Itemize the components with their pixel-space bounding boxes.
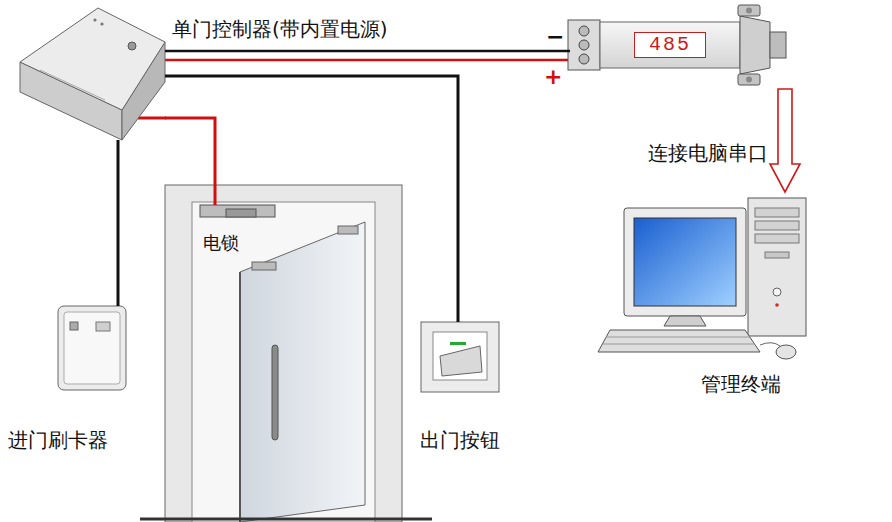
rs485-converter: 485 xyxy=(570,5,795,85)
controller-illustration-part xyxy=(128,42,136,50)
computer-illustration-part xyxy=(755,208,799,217)
converter-illustration-part xyxy=(568,20,600,70)
converter-illustration-part xyxy=(579,54,589,64)
power-wire-part xyxy=(138,117,166,120)
component-label: 管理终端 xyxy=(701,372,781,396)
controller-illustration-part xyxy=(40,70,105,100)
door-illustration-part xyxy=(239,272,241,522)
reader-illustration-part xyxy=(64,312,120,384)
exit-button-illustration-part xyxy=(440,346,482,376)
computer-illustration-part xyxy=(765,252,789,258)
converter-illustration-part xyxy=(740,16,770,74)
reader-illustration-part xyxy=(96,322,110,331)
door-illustration-part xyxy=(272,345,278,440)
wire xyxy=(117,140,120,306)
converter-illustration xyxy=(568,5,786,85)
edge-label: 连接电脑串口 xyxy=(648,141,768,165)
computer-illustration-part xyxy=(606,337,750,338)
exit-button-illustration-part xyxy=(433,332,487,380)
door-illustration xyxy=(140,185,432,522)
reader-illustration-part xyxy=(70,322,78,330)
management-terminal: 管理终端 xyxy=(598,198,810,362)
hollow-arrow xyxy=(770,89,800,192)
power-wire-part xyxy=(165,59,570,62)
controller-illustration-part xyxy=(20,8,165,110)
controller-box: 单门控制器(带内置电源) xyxy=(20,8,165,140)
door-illustration-part xyxy=(338,226,358,234)
exit-button-illustration xyxy=(421,322,499,392)
wire xyxy=(165,50,570,53)
door-illustration-part xyxy=(252,262,276,270)
computer-illustration-part xyxy=(776,345,796,359)
computer-illustration-part xyxy=(664,316,706,326)
computer-illustration-part xyxy=(775,303,779,307)
controller-illustration xyxy=(20,8,165,140)
converter-illustration-part xyxy=(579,40,589,50)
card-reader: 进门刷卡器 xyxy=(58,306,126,390)
controller-illustration-part xyxy=(93,18,96,21)
door-illustration-part xyxy=(192,202,375,522)
door-illustration-part xyxy=(240,222,365,522)
converter-illustration-part xyxy=(746,8,752,14)
electric-lock: 电锁 xyxy=(200,205,275,219)
component-label: 电锁 xyxy=(203,232,239,254)
computer-illustration-part xyxy=(603,344,755,345)
exit-button-illustration-part xyxy=(421,322,499,392)
computer-illustration-part xyxy=(755,234,799,243)
reader-illustration xyxy=(58,306,126,390)
wire xyxy=(165,76,458,322)
computer-illustration-part xyxy=(634,218,736,306)
computer-illustration xyxy=(598,198,806,359)
lock-illustration-part xyxy=(200,205,275,217)
controller-illustration-part xyxy=(100,22,103,25)
lock-illustration-part xyxy=(226,209,256,217)
converter-illustration-part xyxy=(600,22,740,68)
computer-illustration-part xyxy=(598,330,760,352)
exit-button-illustration-part xyxy=(450,342,466,345)
power-wire xyxy=(138,60,570,118)
component-label: 出门按钮 xyxy=(420,428,500,452)
converter-illustration-part xyxy=(770,32,786,58)
computer-illustration-part xyxy=(755,221,799,230)
converter-illustration-part xyxy=(746,77,752,83)
converter-illustration-part xyxy=(738,5,760,16)
display-text: 485 xyxy=(634,32,706,58)
computer-illustration-part xyxy=(748,198,806,336)
lock-illustration xyxy=(200,205,275,217)
polarity-sign: − xyxy=(546,24,564,50)
exit-button: 出门按钮 xyxy=(421,322,499,392)
polarity-sign: + xyxy=(544,64,562,90)
computer-illustration-part xyxy=(760,343,780,346)
component-label: 进门刷卡器 xyxy=(8,428,108,452)
door-illustration-part xyxy=(165,185,402,522)
reader-illustration-part xyxy=(58,306,126,390)
converter-illustration-part xyxy=(579,26,589,36)
component-label: 单门控制器(带内置电源) xyxy=(172,17,388,41)
computer-illustration-part xyxy=(773,288,781,296)
wire xyxy=(165,118,215,205)
converter-illustration-part xyxy=(738,74,760,85)
computer-illustration-part xyxy=(624,208,746,316)
door-illustration-part xyxy=(140,518,432,521)
